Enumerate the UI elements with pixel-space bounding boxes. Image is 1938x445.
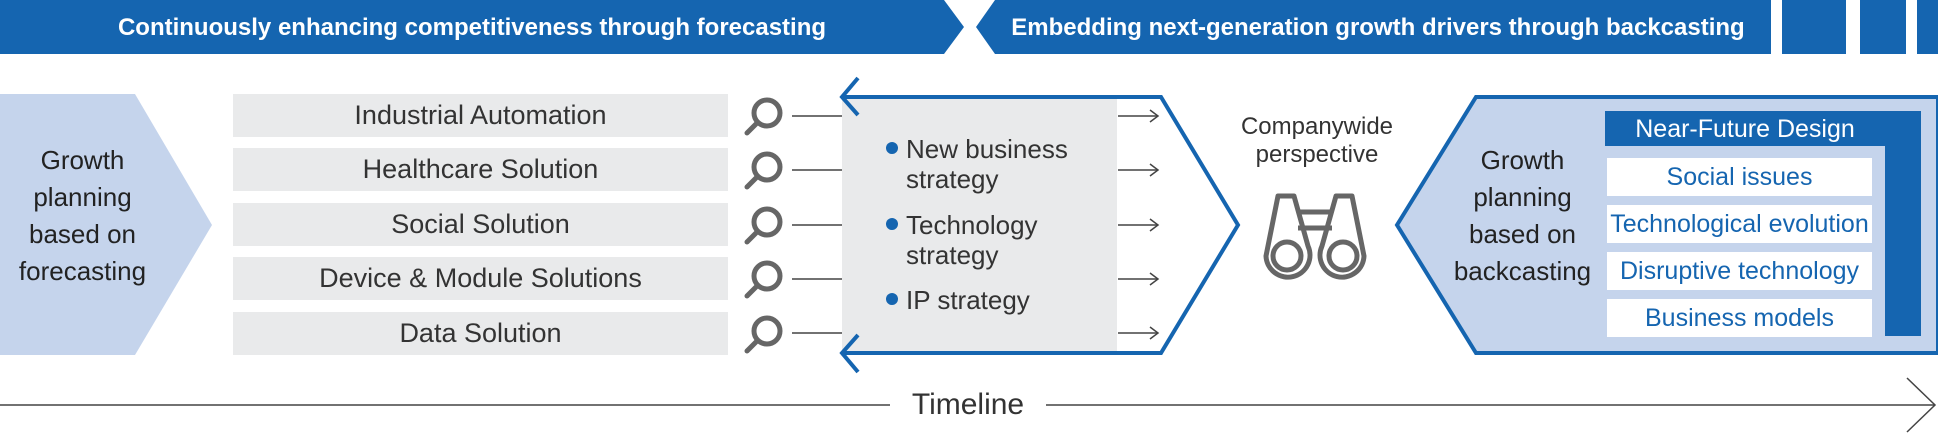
segment-data-solution: Data Solution — [233, 312, 728, 355]
forecast-banner-bg — [0, 0, 964, 54]
banner-block-1 — [1782, 0, 1846, 54]
forecast-banner-text: Continuously enhancing competitiveness t… — [117, 14, 827, 41]
segment-industrial-automation: Industrial Automation — [233, 94, 728, 137]
segment-device-module-solutions: Device & Module Solutions — [233, 257, 728, 300]
magnifier-icon — [744, 315, 783, 354]
nfd-item-business-models: Business models — [1607, 299, 1872, 337]
companywide-perspective-label: Companywide perspective — [1240, 113, 1394, 168]
arrow-right-icon — [1118, 109, 1160, 123]
magnifier-icon — [744, 97, 783, 136]
arrow-right-icon — [1118, 218, 1160, 232]
magnifier-icon — [744, 260, 783, 299]
nfd-item-social-issues: Social issues — [1607, 158, 1872, 196]
strategy-arrow-frame — [842, 95, 1241, 355]
backcast-banner-text: Embedding next-generation growth drivers… — [1011, 14, 1745, 41]
timeline-arrowhead — [1906, 377, 1937, 433]
magnifier-icons — [744, 97, 783, 354]
banner-block-2 — [1860, 0, 1906, 54]
strategy-technology: Technology strategy — [886, 210, 1038, 270]
nfd-item-disruptive-technology: Disruptive technology — [1607, 252, 1872, 290]
strategy-arrow-bottom-tip — [839, 333, 860, 374]
magnifier-icon — [744, 206, 783, 245]
backcasting-label: Growth planning based on backcasting — [1453, 145, 1592, 286]
timeline-label: Timeline — [911, 388, 1025, 421]
segment-healthcare-solution: Healthcare Solution — [233, 148, 728, 191]
nfd-item-technological-evolution: Technological evolution — [1607, 205, 1872, 243]
bullet-icon — [886, 293, 898, 305]
banner-block-3 — [1917, 0, 1938, 54]
arrow-right-icon — [1118, 326, 1160, 340]
arrow-right-icon — [1118, 272, 1160, 286]
bullet-icon — [886, 218, 898, 230]
magnifier-icon — [744, 151, 783, 190]
output-arrows — [1118, 109, 1160, 340]
backcast-banner-bg — [976, 0, 1771, 54]
forecasting-arrow — [0, 94, 212, 355]
binoculars-icon — [1263, 193, 1367, 280]
strategy-new-business: New business strategy — [886, 134, 1068, 194]
segment-connectors — [792, 115, 842, 334]
near-future-design-title: Near-Future Design — [1635, 115, 1855, 143]
arrow-right-icon — [1118, 163, 1160, 177]
segment-social-solution: Social Solution — [233, 203, 728, 246]
forecasting-label: Growth planning based on forecasting — [18, 145, 147, 286]
bullet-icon — [886, 142, 898, 154]
strategy-ip: IP strategy — [886, 285, 1030, 315]
